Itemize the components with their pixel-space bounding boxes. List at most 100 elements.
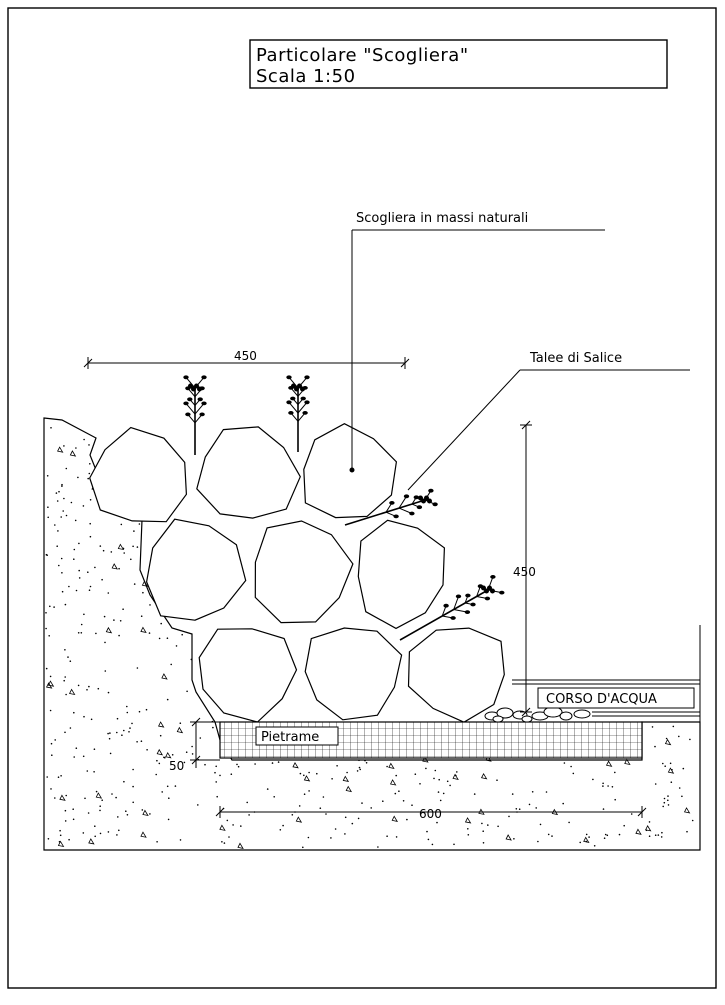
soil-dot — [116, 717, 119, 720]
soil-dot — [174, 785, 177, 787]
soil-stone — [292, 761, 299, 769]
soil-dot — [602, 808, 605, 810]
soil-stone — [635, 828, 642, 835]
soil-dot — [456, 771, 458, 773]
soil-dot — [204, 763, 206, 766]
soil-dot — [648, 835, 651, 837]
soil-dot — [116, 731, 118, 734]
soil-stone — [111, 563, 118, 570]
soil-dot — [212, 726, 214, 729]
soil-dot — [89, 499, 92, 501]
soil-dot — [664, 765, 666, 767]
soil-dot — [592, 778, 594, 781]
soil-dot — [254, 763, 256, 765]
soil-dot — [191, 745, 193, 748]
soil-dot — [107, 732, 109, 735]
soil-dot — [142, 591, 144, 594]
scogliera-label: Scogliera in massi naturali — [356, 211, 528, 226]
soil-dot — [588, 836, 590, 838]
soil-texture — [45, 427, 694, 849]
sheet-border — [7, 7, 717, 989]
soil-dot — [68, 838, 70, 841]
soil-dot — [453, 843, 455, 846]
soil-dot — [325, 813, 327, 815]
soil-dot — [107, 592, 110, 594]
soil-dot — [219, 774, 221, 777]
soil-dot — [133, 530, 135, 532]
soil-dot — [623, 824, 625, 827]
boulder — [145, 518, 247, 621]
soil-dot — [414, 773, 417, 775]
soil-dot — [86, 770, 89, 772]
soil-stone — [57, 840, 65, 848]
soil-dot — [654, 783, 657, 785]
soil-dot — [126, 814, 129, 816]
soil-dot — [344, 816, 347, 819]
soil-stone — [667, 767, 675, 774]
soil-dot — [572, 772, 575, 775]
soil-dot — [129, 727, 131, 729]
soil-stone — [237, 842, 244, 849]
soil-dot — [237, 765, 240, 768]
soil-dot — [166, 785, 169, 788]
willow-cutting — [399, 575, 505, 641]
soil-dot — [57, 530, 59, 532]
soil-dot — [64, 649, 66, 651]
soil-stone — [57, 446, 64, 453]
soil-dot — [68, 585, 70, 588]
soil-dot — [537, 840, 539, 843]
soil-dot — [434, 769, 437, 772]
soil-dot — [216, 795, 218, 798]
soil-dot — [330, 837, 332, 839]
soil-dot — [94, 825, 96, 827]
soil-dot — [331, 778, 333, 780]
soil-dot — [579, 841, 581, 844]
soil-dot — [386, 765, 388, 768]
boulder — [407, 627, 505, 723]
soil-dot — [77, 476, 79, 479]
soil-dot — [223, 842, 226, 844]
pietrame-label: Pietrame — [261, 730, 319, 745]
soil-dot — [334, 828, 337, 830]
soil-dot — [266, 788, 269, 790]
soil-dot — [606, 834, 609, 837]
soil-dot — [132, 545, 134, 548]
title-box — [249, 39, 668, 89]
soil-dot — [118, 829, 120, 832]
soil-stone — [165, 751, 172, 759]
soil-dot — [433, 777, 435, 780]
soil-dot — [89, 522, 91, 525]
soil-dot — [83, 613, 85, 616]
boulder — [198, 628, 298, 723]
soil-dot — [138, 710, 141, 713]
soil-dot — [158, 762, 161, 765]
soil-dot — [64, 820, 67, 822]
water-course: CORSO D'ACQUA — [512, 625, 701, 722]
soil-dot — [55, 492, 58, 494]
leader-talee: Talee di Salice — [407, 351, 690, 491]
soil-dot — [539, 823, 542, 826]
soil-dot — [122, 608, 124, 610]
soil-dot — [133, 583, 136, 585]
soil-dot — [140, 740, 143, 742]
soil-dot — [83, 438, 85, 441]
soil-dot — [657, 834, 660, 836]
soil-stone — [645, 825, 652, 832]
soil-dot — [48, 635, 50, 637]
pietrame-label-box — [255, 726, 339, 746]
soil-dot — [116, 834, 118, 836]
soil-dot — [190, 658, 193, 661]
soil-dot — [439, 799, 442, 802]
soil-dot — [45, 627, 47, 630]
soil-dot — [359, 768, 362, 771]
soil-dot — [88, 472, 91, 475]
soil-stone — [141, 580, 149, 587]
soil-dot — [90, 718, 93, 721]
soil-dot — [307, 836, 310, 839]
soil-dot — [394, 792, 397, 795]
soil-dot — [72, 808, 74, 810]
soil-dot — [78, 542, 80, 545]
soil-dot — [277, 761, 280, 763]
soil-dot — [73, 756, 75, 758]
